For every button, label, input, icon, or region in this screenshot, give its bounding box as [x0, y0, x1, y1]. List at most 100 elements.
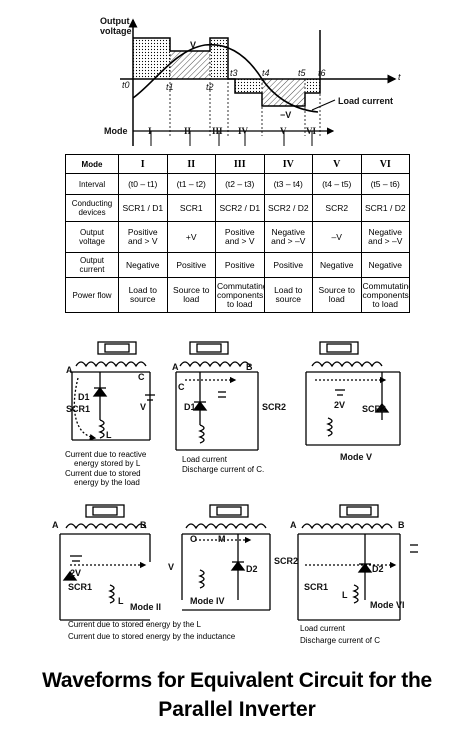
mode2-label-v: V: [168, 562, 175, 572]
mode4-label-scr2: SCR2: [274, 556, 299, 566]
t2-label: t2: [206, 82, 214, 92]
circuit-mode-1: [70, 341, 155, 441]
table-cell: (t5 – t6): [360, 173, 410, 195]
t3-label: t3: [230, 68, 238, 78]
row-label: Output voltage: [65, 221, 119, 253]
page-title-line1: Waveforms for Equivalent Circuit for the: [42, 669, 432, 692]
t1-label: t1: [166, 82, 174, 92]
table-cell: SCR1: [166, 194, 216, 222]
t4-label: t4: [262, 68, 270, 78]
table-header-2: II: [166, 154, 216, 174]
mode-mark-6: VI: [306, 126, 317, 136]
output-waveform-plot: [120, 18, 397, 146]
mode2-label-2v: 2V: [70, 568, 82, 578]
equivalent-circuits: [59, 341, 418, 621]
table-row: Power flow Load to source Source to load…: [65, 277, 410, 313]
mode-mark-2: II: [184, 126, 192, 136]
mode4-label-d2: D2: [246, 564, 258, 574]
mode1-legend-2: energy stored by L: [74, 459, 141, 468]
mode1-label-l: L: [106, 430, 112, 440]
table-cell: (t0 – t1): [118, 173, 168, 195]
table-cell: SCR1 / D2: [360, 194, 410, 222]
mode2-caption: Mode II: [130, 602, 161, 612]
bottom-legend-2: Current due to stored energy by the indu…: [68, 632, 236, 641]
bottom-legend-3: Load current: [300, 624, 345, 633]
t5-label: t5: [298, 68, 306, 78]
circuit-mode-4: [181, 504, 271, 611]
load-current-pointer: [311, 99, 336, 111]
table-header-3: III: [215, 154, 265, 174]
table-header-5: V: [312, 154, 362, 174]
circuit-mode-5: [305, 341, 401, 446]
t6-label: t6: [318, 68, 326, 78]
table-row: Output current Negative Positive Positiv…: [65, 252, 410, 278]
table-cell: SCR2 / D1: [215, 194, 265, 222]
mode1-label-scr1: SCR1: [66, 404, 91, 414]
mode2-label-a: A: [52, 520, 59, 530]
table-cell: (t4 – t5): [312, 173, 362, 195]
mode6-label-b: B: [398, 520, 405, 530]
table-header-1: I: [118, 154, 168, 174]
table-cell: Negative and > –V: [263, 221, 313, 253]
circuit-mode-6: [297, 504, 418, 621]
table-cell: Positive: [263, 252, 313, 278]
mode6-label-scr1: SCR1: [304, 582, 329, 592]
mode3-label-c: C: [178, 382, 185, 392]
table-header-4: IV: [263, 154, 313, 174]
table-cell: Positive and > V: [118, 221, 168, 253]
negative-level-label: −V: [280, 110, 292, 120]
table-cell: Negative: [360, 252, 410, 278]
mode1-legend-1: Current due to reactive: [65, 450, 147, 459]
table-header-6: VI: [360, 154, 410, 174]
table-cell: SCR2: [312, 194, 362, 222]
mode4-caption: Mode IV: [190, 596, 225, 606]
mode4-label-m: M: [218, 534, 226, 544]
table-cell: –V: [312, 221, 362, 253]
table-cell: Negative: [312, 252, 362, 278]
mode3-label-a: A: [172, 362, 179, 372]
table-row: Output voltage Positive and > V +V Posit…: [65, 221, 410, 253]
mode6-label-d2: D2: [372, 564, 384, 574]
origin-label: t0: [122, 80, 130, 90]
mode-axis-label: Mode: [104, 126, 128, 136]
table-cell: Commutating components to load: [215, 277, 265, 313]
mode5-label-scr2: SCR2: [362, 404, 387, 414]
page-title-line2: Parallel Inverter: [158, 698, 316, 721]
mode1-label-v: V: [140, 402, 147, 412]
region-mode-3: [210, 38, 228, 79]
circuit-mode-2: [59, 504, 151, 621]
table-cell: SCR2 / D2: [263, 194, 313, 222]
region-mode-4b: [262, 79, 305, 106]
mode5-label-2v: 2V: [334, 400, 346, 410]
y-axis-label-line1: Output: [100, 16, 130, 26]
mode1-label-d1: D1: [78, 392, 90, 402]
mode-mark-4: IV: [238, 126, 249, 136]
mode-mark-5: V: [280, 126, 287, 136]
mode1-label-c: C: [138, 372, 145, 382]
row-label: Power flow: [65, 277, 119, 313]
mode2-label-l: L: [118, 596, 124, 606]
time-axis-label: t: [398, 72, 401, 82]
load-current-trace: [132, 43, 319, 113]
mode6-label-l: L: [342, 590, 348, 600]
region-mode-4: [235, 79, 262, 93]
mode6-caption: Mode VI: [370, 600, 405, 610]
mode1-legend-3: Current due to stored: [65, 469, 141, 478]
mode6-label-a: A: [290, 520, 297, 530]
table-cell: (t2 – t3): [215, 173, 265, 195]
table-cell: (t3 – t4): [263, 173, 313, 195]
mode3-label-scr2: SCR2: [262, 402, 287, 412]
table-cell: Load to source: [118, 277, 168, 313]
table-cell: Source to load: [312, 277, 362, 313]
load-current-label: Load current: [338, 96, 394, 106]
table-cell: Load to source: [263, 277, 313, 313]
mode1-legend-4: energy by the load: [74, 478, 140, 487]
mode2-label-b: B: [140, 520, 147, 530]
mode4-label-o: O: [190, 534, 198, 544]
table-cell: Positive: [215, 252, 265, 278]
row-label: Interval: [65, 173, 119, 195]
table-cell: Negative and > –V: [360, 221, 410, 253]
row-label: Output current: [65, 252, 119, 278]
table-cell: SCR1 / D1: [118, 194, 168, 222]
table-header-mode: Mode: [65, 154, 119, 174]
